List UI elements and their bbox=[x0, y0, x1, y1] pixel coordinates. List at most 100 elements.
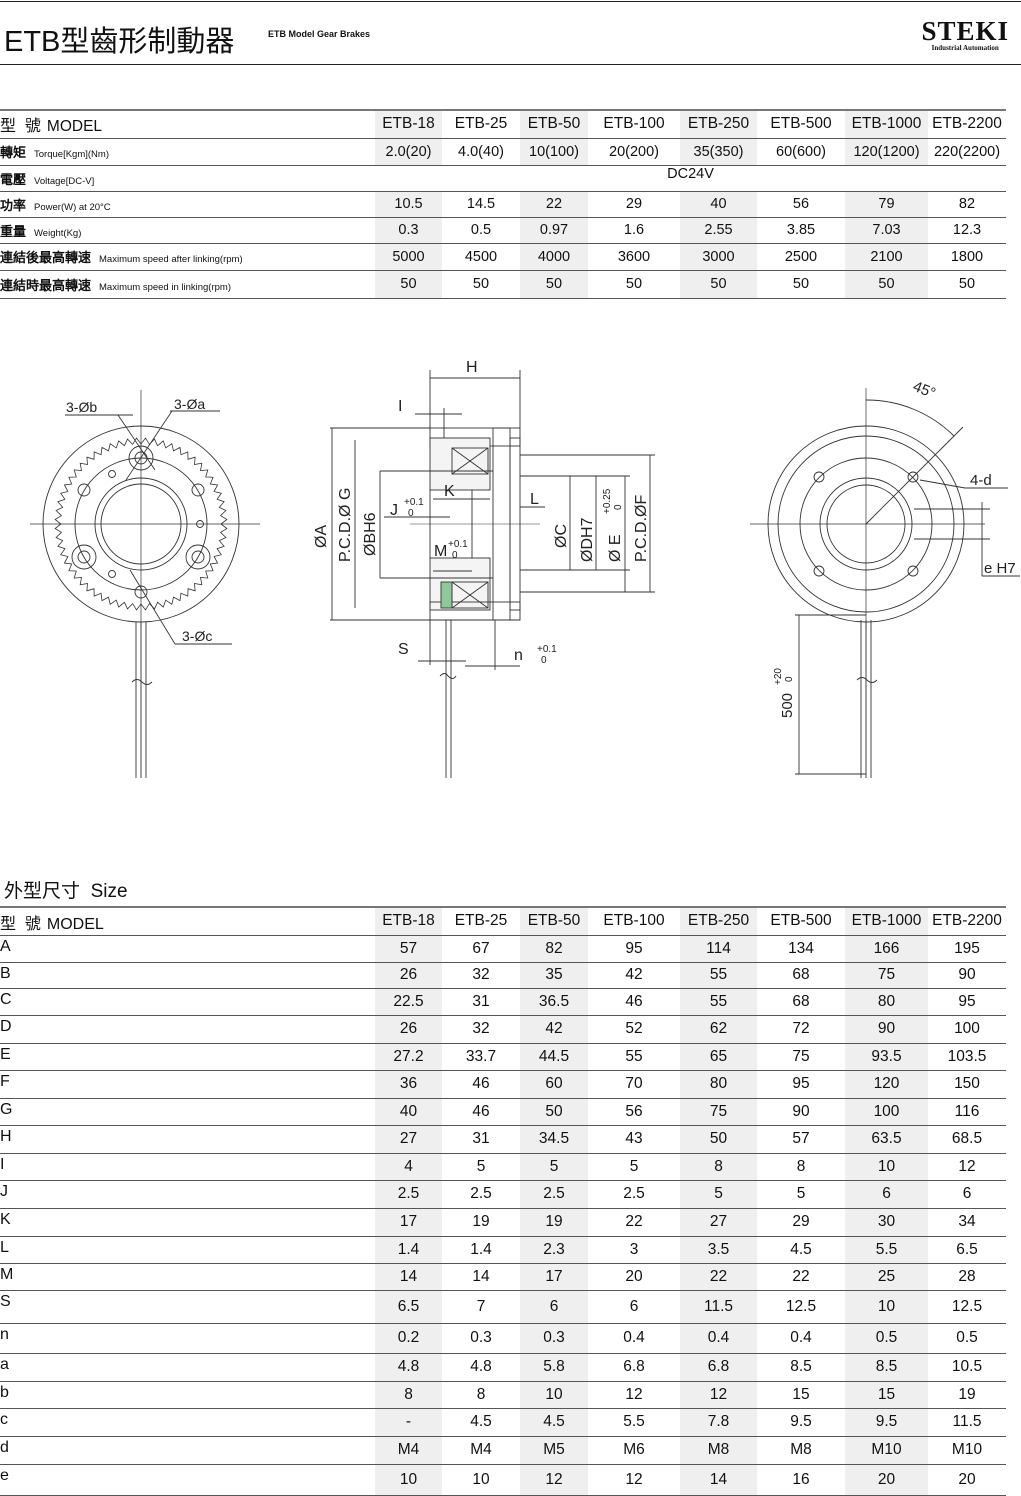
spec-value-cell: 50 bbox=[845, 270, 928, 299]
size-value-cell: 72 bbox=[757, 1015, 845, 1044]
dim-L: L bbox=[530, 491, 539, 508]
size-value-cell: M8 bbox=[680, 1436, 757, 1465]
model-column-header: ETB-1000 bbox=[845, 906, 928, 936]
size-row-label: D bbox=[0, 1015, 375, 1044]
spec-value-cell: 29 bbox=[588, 191, 680, 218]
size-value-cell: 29 bbox=[757, 1208, 845, 1237]
size-value-cell: 5.5 bbox=[845, 1236, 928, 1264]
size-value-cell: M6 bbox=[588, 1436, 680, 1465]
model-column-header: ETB-2200 bbox=[928, 109, 1006, 139]
spec-value-cell: 10.5 bbox=[375, 191, 442, 218]
size-value-cell: 6 bbox=[928, 1180, 1006, 1209]
dim-S: S bbox=[398, 641, 409, 658]
steki-logo: STEKI Industrial Automation bbox=[921, 18, 1009, 53]
size-value-cell: 6.5 bbox=[375, 1290, 442, 1324]
size-value-cell: 19 bbox=[928, 1381, 1006, 1409]
size-value-cell: 9.5 bbox=[757, 1408, 845, 1437]
size-row-label: e bbox=[0, 1464, 375, 1496]
size-value-cell: 1.4 bbox=[442, 1236, 520, 1264]
spec-value-cell: 35(350) bbox=[680, 138, 757, 166]
spec-value-cell: 56 bbox=[757, 191, 845, 218]
size-row-label: B bbox=[0, 962, 375, 989]
label-lead-tol-upper: +20 bbox=[773, 668, 784, 685]
front-view-drawing bbox=[30, 390, 260, 778]
size-value-cell: 3.5 bbox=[680, 1236, 757, 1264]
size-row-label: K bbox=[0, 1208, 375, 1237]
size-value-cell: 116 bbox=[928, 1098, 1006, 1126]
size-value-cell: 4.5 bbox=[520, 1408, 588, 1437]
size-value-cell: 6.8 bbox=[680, 1353, 757, 1382]
model-column-header: ETB-25 bbox=[442, 906, 520, 936]
size-value-cell: 8.5 bbox=[757, 1353, 845, 1382]
spec-value-cell: 20(200) bbox=[588, 138, 680, 166]
size-value-cell: 20 bbox=[845, 1464, 928, 1496]
label-3-oa: 3-Øa bbox=[174, 396, 205, 412]
size-value-cell: 90 bbox=[757, 1098, 845, 1126]
size-value-cell: 65 bbox=[680, 1043, 757, 1071]
size-value-cell: 50 bbox=[680, 1125, 757, 1154]
size-value-cell: 6.8 bbox=[588, 1353, 680, 1382]
size-value-cell: 46 bbox=[442, 1070, 520, 1099]
size-value-cell: 4 bbox=[375, 1153, 442, 1181]
dim-B: ØBH6 bbox=[362, 512, 379, 556]
size-value-cell: 5 bbox=[588, 1153, 680, 1181]
size-value-cell: 33.7 bbox=[442, 1043, 520, 1071]
size-value-cell: 8 bbox=[680, 1153, 757, 1181]
model-column-header: ETB-500 bbox=[757, 906, 845, 936]
size-value-cell: 114 bbox=[680, 935, 757, 963]
dim-M: M bbox=[434, 543, 447, 560]
spec-value-cell: 5000 bbox=[375, 243, 442, 271]
spec-label-zh: 連結後最高轉速 bbox=[0, 250, 92, 265]
size-value-cell: 22 bbox=[588, 1208, 680, 1237]
model-column-header: ETB-50 bbox=[520, 109, 588, 139]
spec-value-cell: 50 bbox=[588, 270, 680, 299]
size-value-cell: 31 bbox=[442, 1125, 520, 1154]
size-value-cell: 6 bbox=[588, 1290, 680, 1324]
size-title-en: Size bbox=[90, 881, 128, 902]
size-value-cell: 5.5 bbox=[588, 1408, 680, 1437]
size-value-cell: 34 bbox=[928, 1208, 1006, 1237]
spec-label-en: Weight(Kg) bbox=[34, 227, 82, 239]
size-row-label: d bbox=[0, 1436, 375, 1465]
size-value-cell: 166 bbox=[845, 935, 928, 963]
size-value-cell: 43 bbox=[588, 1125, 680, 1154]
size-value-cell: 32 bbox=[442, 1015, 520, 1044]
dim-G: P.C.D.Ø G bbox=[337, 488, 354, 562]
spec-value-cell: 3000 bbox=[680, 243, 757, 271]
size-row-label: E bbox=[0, 1043, 375, 1071]
size-value-cell: 12 bbox=[588, 1464, 680, 1496]
label-lead-tol-lower: 0 bbox=[784, 676, 795, 682]
size-value-cell: 4.8 bbox=[375, 1353, 442, 1382]
size-value-cell: 8 bbox=[757, 1153, 845, 1181]
size-value-cell: 3 bbox=[588, 1236, 680, 1264]
size-value-cell: 14 bbox=[375, 1263, 442, 1291]
dim-A: ØA bbox=[313, 525, 330, 548]
size-value-cell: 14 bbox=[442, 1263, 520, 1291]
label-e-h7: e H7 bbox=[984, 560, 1016, 577]
size-value-cell: 12.5 bbox=[928, 1290, 1006, 1324]
spec-value-cell: 14.5 bbox=[442, 191, 520, 218]
size-row-label: c bbox=[0, 1408, 375, 1437]
size-value-cell: 0.4 bbox=[680, 1323, 757, 1354]
spec-value-cell: 2.0(20) bbox=[375, 138, 442, 166]
model-label-zh: 型 號 bbox=[0, 916, 41, 933]
size-row-label: S bbox=[0, 1290, 375, 1324]
spec-value-cell: 50 bbox=[442, 270, 520, 299]
size-value-cell: 12.5 bbox=[757, 1290, 845, 1324]
size-value-cell: 5 bbox=[520, 1153, 588, 1181]
size-value-cell: 10 bbox=[375, 1464, 442, 1496]
spec-value-cell: 4.0(40) bbox=[442, 138, 520, 166]
size-value-cell: 17 bbox=[520, 1263, 588, 1291]
